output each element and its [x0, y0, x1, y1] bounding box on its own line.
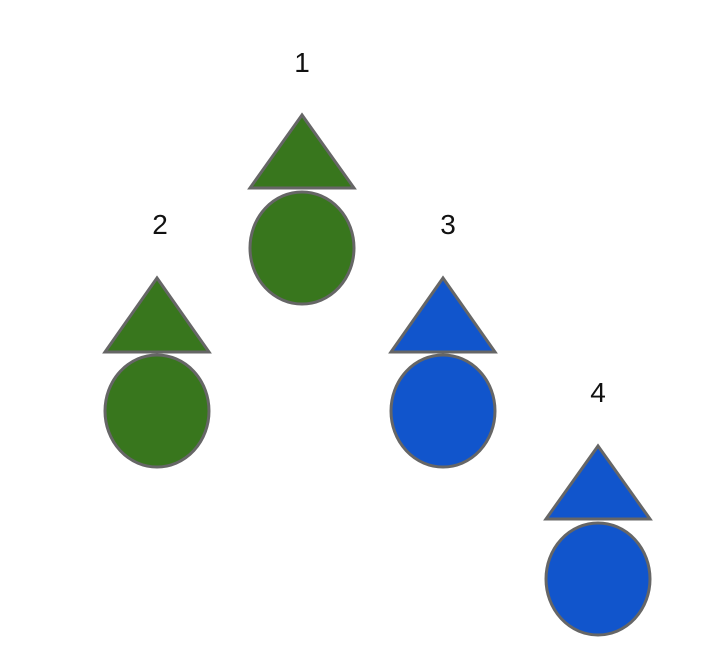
figure-1-circle	[248, 190, 356, 306]
figure-2-label: 2	[152, 209, 168, 240]
figure-3: 3	[388, 209, 498, 469]
figure-1: 1	[247, 47, 357, 306]
figure-2-triangle	[102, 275, 212, 354]
figure-3-label: 3	[440, 209, 456, 240]
figure-3-triangle	[388, 275, 498, 354]
figure-4-circle	[544, 521, 652, 637]
figure-4-triangle	[543, 443, 653, 521]
figure-2: 2	[102, 209, 212, 469]
figure-1-triangle	[247, 112, 357, 190]
figure-2-circle	[103, 353, 211, 469]
figure-3-circle	[389, 353, 497, 469]
figure-1-label: 1	[294, 47, 310, 78]
figure-4: 4	[543, 377, 653, 637]
figure-4-label: 4	[590, 377, 606, 408]
